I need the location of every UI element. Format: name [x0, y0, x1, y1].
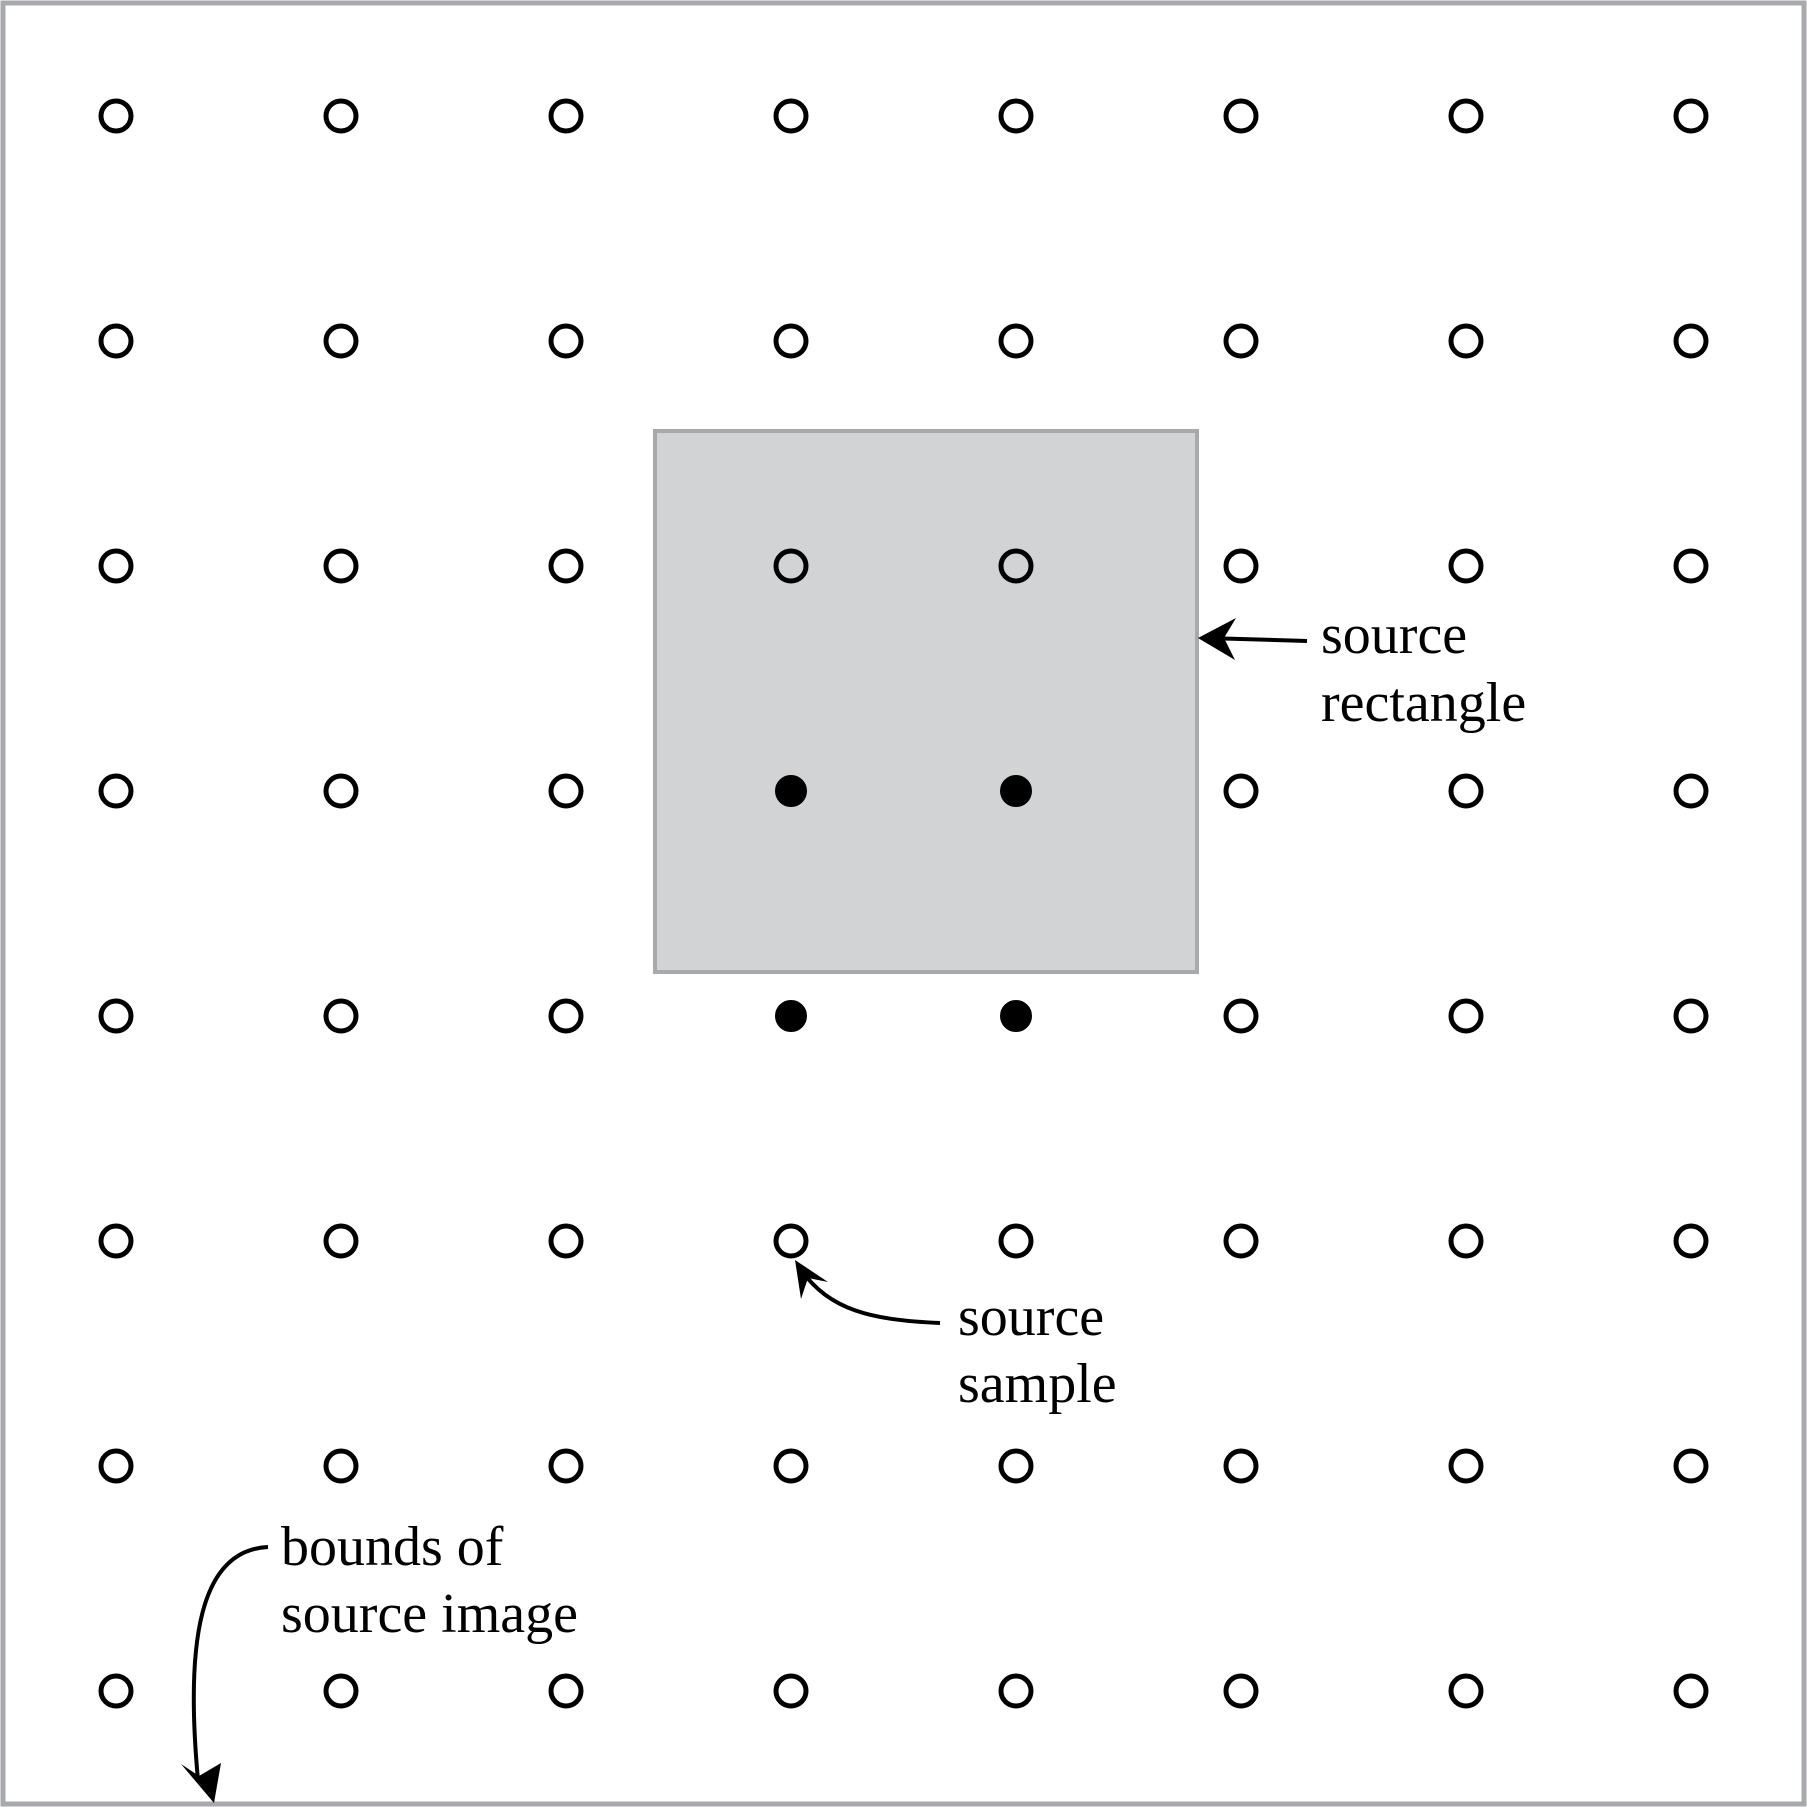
sample-point — [323, 998, 359, 1034]
sample-point — [1448, 323, 1484, 359]
bounds-arrow — [181, 1545, 269, 1803]
sample-point — [98, 1223, 134, 1259]
sample-point — [998, 323, 1034, 359]
sample-point — [1673, 773, 1709, 809]
sample-point — [323, 1223, 359, 1259]
sample-point — [1673, 548, 1709, 584]
sample-point — [1673, 1448, 1709, 1484]
sample-point — [1673, 1223, 1709, 1259]
source-sample-label: source sample — [958, 1286, 1118, 1415]
sample-point — [998, 98, 1034, 134]
bounds-label: bounds of source image — [281, 1516, 578, 1645]
sample-point — [1223, 998, 1259, 1034]
sample-point — [323, 1448, 359, 1484]
sample-point — [773, 548, 809, 584]
filled-sample-point — [775, 775, 807, 807]
sample-point — [998, 1448, 1034, 1484]
sample-point — [1673, 98, 1709, 134]
source-rectangle-label-line2: rectangle — [1321, 672, 1526, 734]
sample-point — [1223, 1223, 1259, 1259]
sample-point — [323, 98, 359, 134]
source-sample-label-line2: sample — [958, 1353, 1117, 1415]
source-rectangle-arrow — [1198, 618, 1308, 660]
sample-point — [773, 1223, 809, 1259]
source-rectangle-label: source rectangle — [1321, 604, 1526, 734]
sample-point — [548, 1223, 584, 1259]
source-sample-arrow — [795, 1260, 941, 1325]
sample-point — [323, 548, 359, 584]
sample-point — [1673, 1673, 1709, 1709]
sample-point — [98, 773, 134, 809]
sample-point — [98, 98, 134, 134]
sample-point — [773, 98, 809, 134]
sample-point — [98, 1673, 134, 1709]
sample-point — [1673, 323, 1709, 359]
sample-point — [1448, 1223, 1484, 1259]
sample-point — [548, 998, 584, 1034]
sample-point — [1448, 548, 1484, 584]
sample-point — [998, 1673, 1034, 1709]
sample-point — [548, 773, 584, 809]
source-sample-label-line1: source — [958, 1286, 1104, 1348]
sample-point — [1223, 1448, 1259, 1484]
bounds-label-line1: bounds of — [281, 1516, 504, 1578]
filled-sample-point — [1000, 775, 1032, 807]
sample-point — [1448, 1448, 1484, 1484]
sample-point — [773, 323, 809, 359]
filled-sample-point — [1000, 1000, 1032, 1032]
sample-point — [98, 548, 134, 584]
sample-point — [1223, 773, 1259, 809]
sample-grid — [98, 98, 1709, 1709]
sample-point — [548, 323, 584, 359]
sample-point — [548, 1448, 584, 1484]
sample-point — [548, 98, 584, 134]
sample-point — [1673, 998, 1709, 1034]
sample-point — [1223, 1673, 1259, 1709]
sample-point — [98, 323, 134, 359]
sample-point — [1223, 98, 1259, 134]
sample-point — [1223, 323, 1259, 359]
sample-point — [98, 998, 134, 1034]
sample-point — [548, 548, 584, 584]
sample-point — [1223, 548, 1259, 584]
sample-point — [773, 1673, 809, 1709]
sample-point — [1448, 773, 1484, 809]
sample-point — [998, 548, 1034, 584]
sample-point — [323, 323, 359, 359]
sample-point — [998, 1223, 1034, 1259]
sample-point — [773, 1448, 809, 1484]
source-rectangle-label-line1: source — [1321, 604, 1467, 666]
sample-point — [1448, 998, 1484, 1034]
bounds-label-line2: source image — [281, 1583, 578, 1645]
sample-point — [323, 1673, 359, 1709]
filled-sample-point — [775, 1000, 807, 1032]
sample-point — [323, 773, 359, 809]
source-rectangle — [653, 429, 1199, 974]
sample-point — [98, 1448, 134, 1484]
sample-point — [1448, 1673, 1484, 1709]
sample-point — [548, 1673, 584, 1709]
sample-point — [1448, 98, 1484, 134]
